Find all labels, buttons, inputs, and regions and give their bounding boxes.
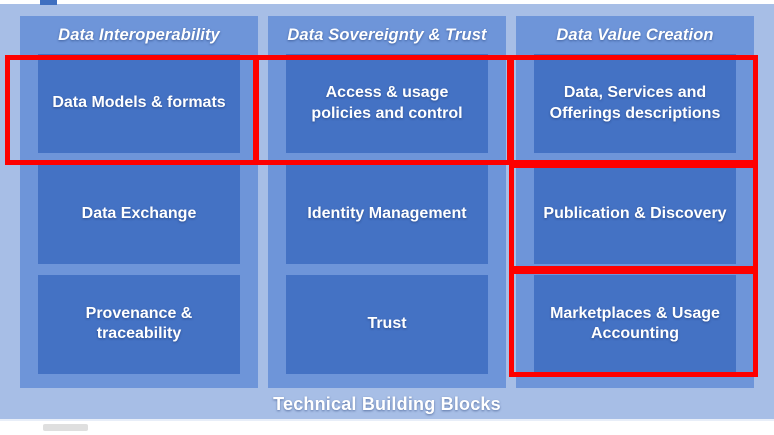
pillar-body-data-value-creation: Data, Services and Offerings description… [516,54,754,388]
pillar-header-data-value-creation: Data Value Creation [516,16,754,54]
pillar-body-data-interoperability: Data Models & formats Data Exchange Prov… [20,54,258,388]
diagram-caption: Technical Building Blocks [273,394,501,414]
pillar-data-interoperability[interactable]: Data Interoperability Data Models & form… [20,16,258,388]
block-trust[interactable]: Trust [286,274,488,374]
pillar-header-data-interoperability: Data Interoperability [20,16,258,54]
block-provenance-traceability[interactable]: Provenance & traceability [38,274,240,374]
block-data-exchange[interactable]: Data Exchange [38,164,240,264]
pillar-group: Data Interoperability Data Models & form… [20,16,754,388]
top-edge-artifact [40,0,57,5]
pillar-header-data-sovereignty-trust: Data Sovereignty & Trust [268,16,506,54]
pillar-body-data-sovereignty-trust: Access & usage policies and control Iden… [268,54,506,388]
pillar-data-value-creation[interactable]: Data Value Creation Data, Services and O… [516,16,754,388]
block-identity-management[interactable]: Identity Management [286,164,488,264]
block-data-services-offerings-descriptions[interactable]: Data, Services and Offerings description… [534,54,736,154]
pillar-data-sovereignty-trust[interactable]: Data Sovereignty & Trust Access & usage … [268,16,506,388]
block-data-models-formats[interactable]: Data Models & formats [38,54,240,154]
bottom-divider [0,419,774,421]
block-access-usage-policies[interactable]: Access & usage policies and control [286,54,488,154]
block-marketplaces-usage-accounting[interactable]: Marketplaces & Usage Accounting [534,274,736,374]
block-publication-discovery[interactable]: Publication & Discovery [534,164,736,264]
bottom-edge-artifact [43,424,88,431]
